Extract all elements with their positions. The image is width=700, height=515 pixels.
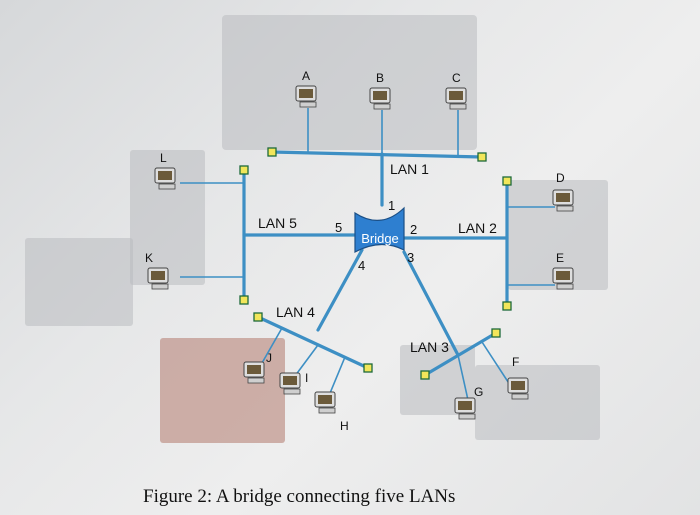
computer-icon [314, 391, 336, 414]
lan4-segment [253, 248, 373, 399]
lan5-label: LAN 5 [258, 215, 297, 231]
host-c-label: C [452, 71, 461, 85]
host-b-label: B [376, 71, 384, 85]
computer-icon [507, 377, 529, 400]
host-l-label: L [160, 151, 167, 165]
bridge: Bridge [354, 206, 405, 254]
port-1: 1 [388, 198, 395, 213]
computer-icon [369, 87, 391, 110]
bridge-label: Bridge [361, 231, 399, 246]
computer-icon [445, 87, 467, 110]
computer-icon [454, 397, 476, 420]
host-d-label: D [556, 171, 565, 185]
computer-icon [279, 372, 301, 395]
lan2-label: LAN 2 [458, 220, 497, 236]
host-j-label: J [266, 351, 272, 365]
host-computers [147, 85, 574, 420]
host-a-label: A [302, 69, 310, 83]
host-i-label: I [305, 371, 308, 385]
lan5-segment [180, 165, 364, 305]
figure-caption: Figure 2: A bridge connecting five LANs [143, 486, 455, 507]
host-g-label: G [474, 385, 483, 399]
lan1-label: LAN 1 [390, 161, 429, 177]
lan4-label: LAN 4 [276, 304, 315, 320]
computer-icon [147, 267, 169, 290]
port-4: 4 [358, 258, 365, 273]
port-2: 2 [410, 222, 417, 237]
port-3: 3 [407, 250, 414, 265]
computer-icon [295, 85, 317, 108]
lan3-label: LAN 3 [410, 339, 449, 355]
lan1-segment [267, 108, 487, 207]
computer-icon [552, 267, 574, 290]
computer-icon [154, 167, 176, 190]
host-e-label: E [556, 251, 564, 265]
lan3-segment [402, 250, 513, 401]
computer-icon [243, 361, 265, 384]
host-f-label: F [512, 355, 519, 369]
lan2-segment [398, 176, 555, 311]
host-k-label: K [145, 251, 153, 265]
computer-icon [552, 189, 574, 212]
host-h-label: H [340, 419, 349, 433]
port-5: 5 [335, 220, 342, 235]
